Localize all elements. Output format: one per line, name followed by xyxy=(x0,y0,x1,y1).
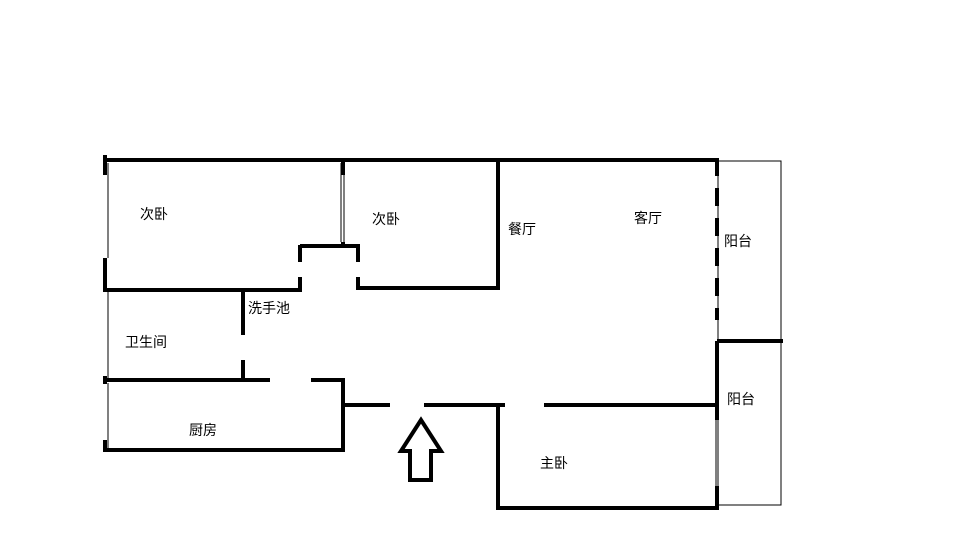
balcony-outlines xyxy=(717,160,782,506)
room-label-master-bedroom: 主卧 xyxy=(540,456,568,472)
room-label-bathroom: 卫生间 xyxy=(125,335,167,351)
room-label-balcony-upper: 阳台 xyxy=(724,234,752,250)
windows xyxy=(107,163,717,486)
room-label-secondary-bedroom-2: 次卧 xyxy=(372,212,400,228)
balcony-upper-outline xyxy=(717,160,782,342)
room-label-dining-room: 餐厅 xyxy=(508,222,536,238)
room-label-secondary-bedroom-1: 次卧 xyxy=(140,207,168,223)
balcony-lower-outline xyxy=(717,340,782,506)
room-label-kitchen: 厨房 xyxy=(189,423,217,439)
room-label-balcony-lower: 阳台 xyxy=(727,392,755,408)
room-label-wash-basin: 洗手池 xyxy=(248,301,290,317)
room-label-living-room: 客厅 xyxy=(634,210,662,227)
walls xyxy=(103,155,783,510)
up-arrow-icon xyxy=(397,416,445,482)
